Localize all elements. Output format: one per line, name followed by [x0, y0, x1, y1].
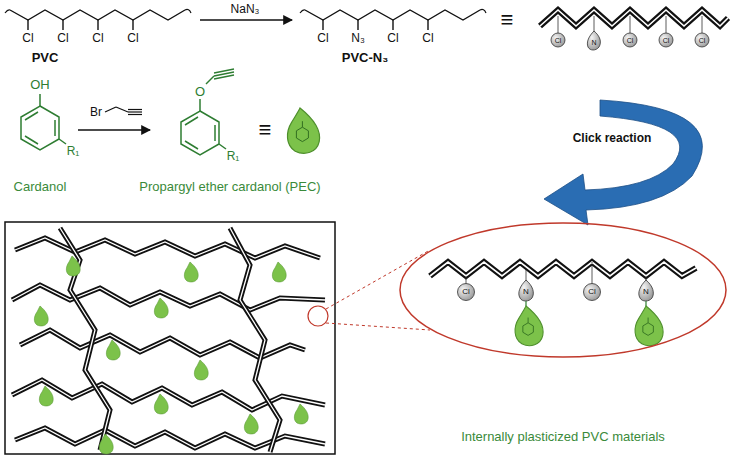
chem-label: Cl: [422, 32, 433, 44]
atom-label: N: [523, 288, 529, 296]
atom-label: Cl: [555, 37, 562, 44]
chem-label: PVC: [32, 51, 59, 64]
chem-label: N₃: [351, 32, 365, 44]
zoom-ellipse: Internally plasticized PVC materials: [397, 220, 729, 452]
atom-label: Cl: [663, 37, 670, 44]
chem-label: NaN₃: [231, 3, 260, 15]
chem-label: Cl: [57, 32, 68, 44]
atom-label: Cl: [588, 288, 596, 296]
chem-label: Cardanol: [14, 180, 67, 193]
atom-label: N: [643, 288, 649, 296]
ellipse-outline: [397, 220, 729, 362]
atom-label: Cl: [462, 288, 470, 296]
chem-label: R₁: [67, 145, 80, 157]
chem-label: Cl: [22, 32, 33, 44]
chem-label: Click reaction: [573, 132, 652, 144]
chem-label: Cl: [92, 32, 103, 44]
chem-label: Cl: [387, 32, 398, 44]
caption-text: Internally plasticized PVC materials: [461, 430, 665, 444]
equivalence-sign: ≡: [501, 9, 514, 31]
chem-label: PVC-N₃: [342, 51, 388, 64]
atom-label: N: [591, 39, 596, 46]
chem-label: Br: [90, 106, 102, 118]
equivalence-sign: ≡: [259, 119, 272, 141]
atom-label: Cl: [627, 37, 634, 44]
chem-label: OH: [30, 78, 50, 91]
chem-label: O: [195, 85, 205, 98]
chem-label: Cl: [127, 32, 138, 44]
chem-label: Cl: [317, 32, 328, 44]
chem-label: R₁: [227, 150, 240, 162]
chem-label: Propargyl ether cardanol (PEC): [139, 180, 320, 193]
atom-label: Cl: [699, 37, 706, 44]
